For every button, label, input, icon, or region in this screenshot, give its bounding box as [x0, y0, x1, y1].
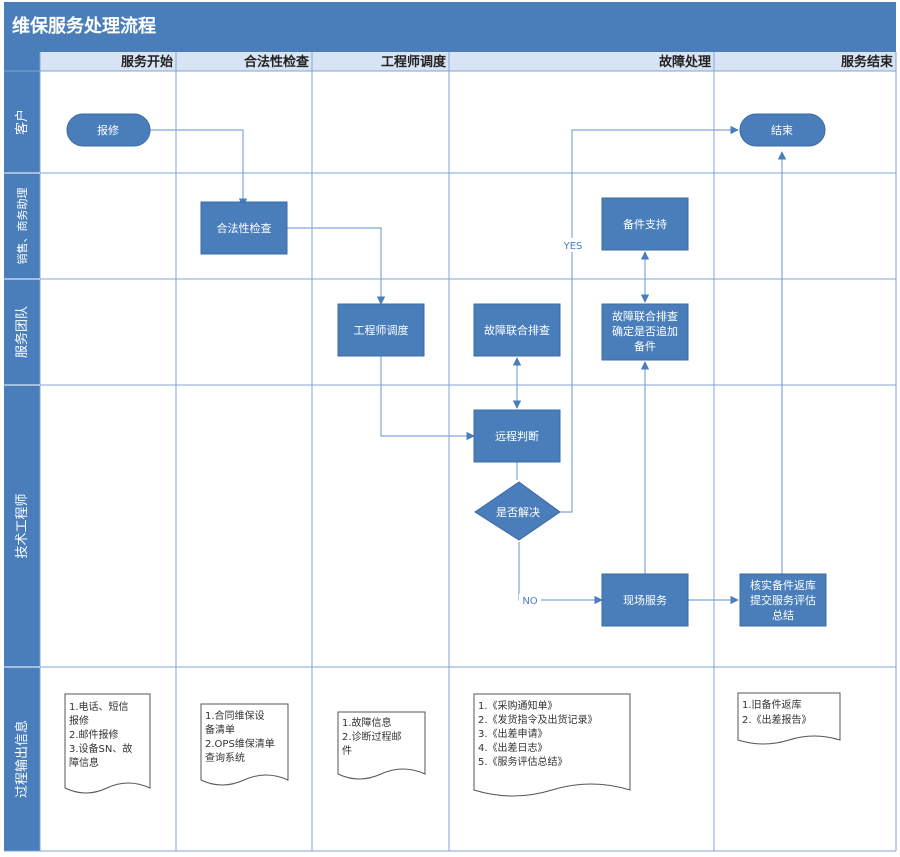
node-joint-check-parts-line2: 确定是否追加 — [612, 324, 678, 338]
doc4-line2: 2.《发货指令及出货记录》 — [478, 713, 598, 726]
phase-fault-handling: 故障处理 — [659, 54, 711, 70]
doc2-line2: 备清单 — [205, 723, 235, 736]
doc1-line5: 障信息 — [69, 756, 99, 769]
edge-legal-to-dispatch — [287, 227, 386, 305]
yes-label-bg — [560, 238, 586, 252]
doc-dispatch: 1.故障信息 2.诊断过程邮 件 — [337, 711, 426, 780]
doc4-line3: 3.《出差申请》 — [478, 727, 548, 740]
doc-fault-handling: 1.《采购通知单》 2.《发货指令及出货记录》 3.《出差申请》 4.《出差日志… — [473, 693, 631, 797]
doc1-line3: 2.邮件报修 — [69, 728, 119, 741]
doc5-line1: 1.旧备件返库 — [742, 698, 802, 711]
node-dispatch-label: 工程师调度 — [354, 323, 409, 337]
phase-legal-check: 合法性检查 — [244, 54, 310, 70]
phase-service-start: 服务开始 — [121, 54, 173, 70]
node-report: 报修 — [66, 113, 151, 147]
lane-tech-engineer: 技术工程师 — [15, 493, 30, 558]
doc2-line4: 查询系统 — [205, 751, 245, 764]
edge-label-yes: YES — [563, 241, 583, 252]
node-remote: 远程判断 — [473, 409, 561, 463]
node-joint-check: 故障联合排查 — [473, 303, 561, 357]
node-parts-support: 备件支持 — [601, 197, 689, 251]
doc1-line1: 1.电话、短信 — [69, 700, 129, 713]
doc4-line4: 4.《出差日志》 — [478, 741, 548, 754]
node-end-label: 结束 — [771, 124, 793, 137]
node-joint-check-parts: 故障联合排查 确定是否追加 备件 — [601, 303, 689, 361]
node-end: 结束 — [739, 113, 826, 147]
node-legal-check: 合法性检查 — [200, 201, 288, 255]
node-report-label: 报修 — [97, 123, 119, 137]
node-remote-label: 远程判断 — [495, 429, 539, 443]
phase-service-end: 服务结束 — [841, 54, 894, 70]
phase-dispatch: 工程师调度 — [381, 54, 447, 70]
node-decision: 是否解决 — [474, 481, 561, 541]
phase-header-bg — [40, 52, 896, 71]
doc4-line1: 1.《采购通知单》 — [478, 699, 558, 712]
doc3-line3: 件 — [342, 745, 352, 757]
node-joint-check-label: 故障联合排查 — [484, 323, 550, 337]
doc5-line2: 2.《出差报告》 — [742, 713, 812, 726]
edge-yes-to-end — [560, 125, 739, 513]
grid-lines — [4, 52, 897, 852]
doc-legal-check: 1.合同维保设 备清单 2.OPS维保清单 查询系统 — [200, 703, 289, 786]
edge-dispatch-to-remote — [380, 356, 475, 441]
node-joint-check-parts-line1: 故障联合排查 — [612, 309, 678, 323]
doc1-line4: 3.设备SN、故 — [69, 742, 132, 755]
edge-label-no: NO — [522, 596, 537, 607]
doc3-line1: 1.故障信息 — [342, 716, 392, 729]
doc3-line2: 2.诊断过程邮 — [342, 730, 402, 743]
node-legal-check-label: 合法性检查 — [217, 221, 272, 235]
node-onsite-label: 现场服务 — [623, 593, 667, 607]
doc1-line2: 报修 — [69, 714, 89, 727]
node-onsite: 现场服务 — [601, 573, 689, 627]
lane-customer: 客户 — [14, 109, 30, 135]
node-decision-label: 是否解决 — [496, 505, 540, 519]
lane-process-output: 过程输出信息 — [14, 720, 30, 798]
node-dispatch: 工程师调度 — [337, 303, 425, 357]
edge-no-to-onsite — [518, 542, 603, 605]
doc-service-end: 1.旧备件返库 2.《出差报告》 — [737, 692, 841, 745]
node-joint-check-parts-line3: 备件 — [634, 339, 656, 353]
no-label-bg — [519, 594, 541, 607]
node-parts-support-label: 备件支持 — [623, 217, 667, 231]
lane-column — [4, 71, 40, 851]
node-verify: 核实备件返库 提交服务评估 总结 — [739, 573, 827, 627]
lane-sales: 销售、商务助理 — [15, 188, 29, 265]
lane-column-dividers — [4, 172, 40, 668]
edge-report-to-legal — [150, 129, 248, 207]
node-verify-line1: 核实备件返库 — [750, 578, 816, 592]
doc2-line1: 1.合同维保设 — [205, 709, 265, 722]
doc4-line5: 5.《服务评估总结》 — [478, 755, 568, 768]
doc-service-start: 1.电话、短信 报修 2.邮件报修 3.设备SN、故 障信息 — [64, 693, 151, 794]
node-verify-line3: 总结 — [772, 608, 794, 622]
lane-service-team: 服务团队 — [14, 306, 30, 358]
doc2-line3: 2.OPS维保清单 — [205, 737, 275, 750]
diagram-title: 维保服务处理流程 — [4, 2, 896, 52]
node-verify-line2: 提交服务评估 — [750, 593, 816, 607]
